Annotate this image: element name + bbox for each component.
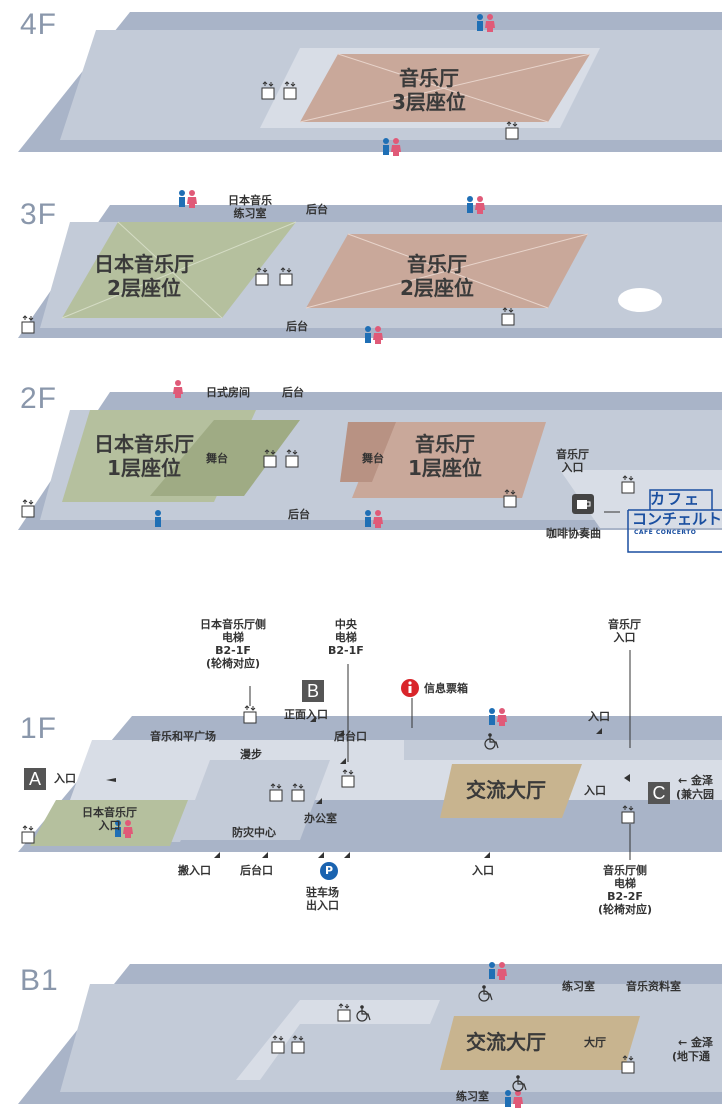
b1-music-library: 音乐资料室	[626, 980, 681, 993]
f3-practice-room: 日本音乐 练习室	[228, 194, 272, 220]
direction-arrows	[106, 716, 630, 858]
cafe-logo-line3: CAFÉ CONCERTO	[634, 529, 697, 536]
f2-backstage-bottom: 后台	[288, 508, 310, 521]
floor-label-3f: 3F	[20, 198, 58, 231]
f1-exchange-hall: 交流大厅	[466, 778, 546, 802]
f1-hall-entrance-top: 音乐厅 入口	[608, 618, 641, 644]
floor-label-b1: B1	[20, 964, 59, 997]
b1-kanazawa-sub: (地下通	[672, 1050, 711, 1063]
f1-elevator-hall: 音乐厅侧 电梯 B2-2F (轮椅对应)	[598, 864, 653, 916]
b1-lobby: 大厅	[584, 1036, 606, 1049]
f1-kanazawa: ← 金泽	[678, 774, 714, 787]
cafe-logo-line1: カフェ	[650, 490, 702, 508]
entrance-c-badge: C	[648, 782, 670, 804]
elevator-icons	[21, 81, 635, 1074]
f1-entrance-right: 入口	[584, 784, 606, 797]
floor-label-1f: 1F	[20, 712, 58, 745]
parking-icon	[320, 862, 338, 880]
f1-entrance-top: 入口	[588, 710, 610, 723]
f1-backstage-entrance: 后台口	[334, 730, 367, 743]
f1-entrance-bottom: 入口	[472, 864, 494, 877]
floor-b1-plan	[18, 964, 722, 1104]
f2-backstage-top: 后台	[282, 386, 304, 399]
f2-japanese-hall-seats: 日本音乐厅 1层座位	[94, 432, 194, 480]
f1-carry-in: 搬入口	[178, 864, 211, 877]
f1-backstage-exit: 后台口	[240, 864, 273, 877]
f1-kanazawa-sub: (兼六园	[676, 788, 715, 801]
entrance-b-badge: B	[302, 680, 324, 702]
callout-lines	[249, 511, 631, 860]
f3-backstage-bottom: 后台	[286, 320, 308, 333]
restroom-icons	[115, 14, 523, 1108]
f1-elevator-japanese: 日本音乐厅侧 电梯 B2-1F (轮椅对应)	[200, 618, 266, 670]
f1-music-peace-plaza: 音乐和平广场	[150, 730, 216, 743]
f2-hall-seats: 音乐厅 1层座位	[408, 432, 482, 480]
f1-parking-entrance: 驻车场 出入口	[306, 886, 339, 912]
f1-entrance-a: 入口	[54, 772, 76, 785]
entrance-a-badge: A	[24, 768, 46, 790]
f1-elevator-center: 中央 电梯 B2-1F	[328, 618, 364, 657]
cafe-logo-line2: コンチェルト	[632, 510, 722, 528]
f1-office: 办公室	[304, 812, 337, 825]
cafe-concerto-logo: カフェ コンチェルト CAFÉ CONCERTO	[628, 482, 722, 552]
b1-practice-room-bottom: 练习室	[456, 1090, 489, 1103]
f2-hall-entrance: 音乐厅 入口	[556, 448, 589, 474]
f1-disaster-center: 防灾中心	[232, 826, 276, 839]
f1-promenade: 漫步	[240, 748, 262, 761]
floor-3f-plan	[18, 205, 722, 338]
f3-backstage-top: 后台	[306, 203, 328, 216]
b1-exchange-hall: 交流大厅	[466, 1030, 546, 1054]
f3-hall-seats: 音乐厅 2层座位	[400, 252, 474, 300]
floor-label-4f: 4F	[20, 8, 58, 41]
f1-main-entrance: 正面入口	[284, 708, 328, 721]
cafe-logo-frame	[627, 489, 722, 553]
f2-stage-right: 舞台	[362, 452, 384, 465]
coffee-cup-icon	[572, 494, 594, 514]
b1-kanazawa: ← 金泽	[678, 1036, 714, 1049]
floor-label-2f: 2F	[20, 382, 58, 415]
f2-cafe-label: 咖啡协奏曲	[546, 527, 601, 540]
f1-japanese-hall-entrance: 日本音乐厅 入口	[82, 806, 137, 832]
f1-info-ticket: 信息票箱	[424, 682, 468, 695]
parking-letter: P	[325, 864, 334, 877]
f3-japanese-hall-seats: 日本音乐厅 2层座位	[94, 252, 194, 300]
f2-stage-left: 舞台	[206, 452, 228, 465]
b1-practice-room-top: 练习室	[562, 980, 595, 993]
f2-tatami-room: 日式房间	[206, 386, 250, 399]
floor-1f-plan	[18, 716, 722, 852]
floor-4f-plan	[18, 12, 722, 152]
wheelchair-icons	[356, 733, 527, 1092]
info-marker-icon	[401, 679, 419, 697]
f4-hall-seats: 音乐厅 3层座位	[392, 66, 466, 114]
floor-2f-plan	[18, 392, 722, 530]
